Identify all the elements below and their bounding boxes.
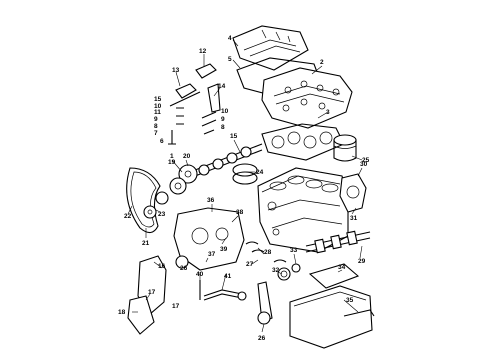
callout-numbers: 4 5 12 2 13 14 15 10 11 9 8 7 6 10 9 8 3… [118, 35, 370, 342]
callout-5: 5 [228, 56, 232, 63]
callout-38: 38 [236, 209, 244, 216]
callout-39: 39 [220, 246, 228, 253]
callout-14: 14 [218, 83, 226, 90]
crank-sprocket [143, 191, 169, 219]
callout-13: 13 [172, 67, 180, 74]
cam-sprocket [169, 164, 198, 195]
callout-6: 6 [160, 138, 164, 145]
cylinder-head [261, 67, 353, 129]
rocker-assembly [168, 63, 221, 145]
oil-pickup [199, 280, 247, 301]
callout-2: 2 [320, 59, 324, 66]
callout-4: 4 [228, 35, 232, 42]
callout-3: 3 [326, 109, 330, 116]
callout-28: 28 [264, 249, 272, 256]
piston [333, 134, 357, 162]
head-gasket [261, 123, 345, 161]
callout-26b: 26 [258, 335, 266, 342]
oil-pan [289, 285, 375, 349]
oil-pump [173, 207, 245, 271]
callout-40: 40 [196, 271, 204, 278]
timing-covers [127, 255, 167, 335]
camshaft [189, 143, 263, 179]
callout-32: 32 [272, 267, 280, 274]
leader-lines [127, 39, 363, 333]
callout-29: 29 [358, 258, 366, 265]
callout-20: 20 [183, 153, 191, 160]
callout-41: 41 [224, 273, 232, 280]
piston-rings [232, 163, 258, 185]
callout-8b: 8 [221, 124, 225, 131]
callout-37: 37 [208, 251, 216, 258]
callout-15: 15 [154, 96, 162, 103]
callout-23: 23 [158, 211, 166, 218]
callout-16: 16 [158, 263, 166, 270]
valve-cover [232, 25, 309, 71]
callout-11: 11 [154, 109, 161, 116]
callout-12: 12 [199, 48, 207, 55]
callout-18: 18 [118, 309, 126, 316]
callout-35: 35 [346, 297, 354, 304]
callout-36: 36 [207, 197, 215, 204]
callout-27: 27 [246, 261, 254, 268]
callout-26: 26 [180, 265, 188, 272]
callout-21: 21 [142, 240, 150, 247]
callout-31: 31 [350, 215, 358, 222]
timing-belt [126, 167, 161, 234]
bearing-shells [245, 241, 287, 263]
connecting-rod [257, 281, 273, 325]
callout-22: 22 [124, 213, 132, 220]
callout-17a: 17 [148, 289, 156, 296]
callout-24: 24 [256, 169, 264, 176]
callout-8a: 8 [154, 123, 158, 130]
callout-33: 33 [290, 247, 298, 254]
crankshaft [305, 230, 371, 254]
callout-15b: 15 [230, 133, 238, 140]
callout-10a: 10 [154, 103, 162, 110]
callout-1: 1 [170, 153, 174, 160]
callout-10b: 10 [221, 108, 229, 115]
callout-7: 7 [154, 130, 158, 137]
rear-seal-housing [339, 173, 367, 213]
callout-30: 30 [360, 161, 368, 168]
callout-34: 34 [338, 264, 346, 271]
callout-19: 19 [168, 159, 176, 166]
front-oil-seal [277, 263, 301, 281]
callout-17b: 17 [172, 303, 180, 310]
oil-pan-gasket [308, 263, 360, 289]
callout-9b: 9 [221, 116, 225, 123]
callout-9a: 9 [154, 116, 158, 123]
callout-25: 25 [362, 157, 370, 164]
